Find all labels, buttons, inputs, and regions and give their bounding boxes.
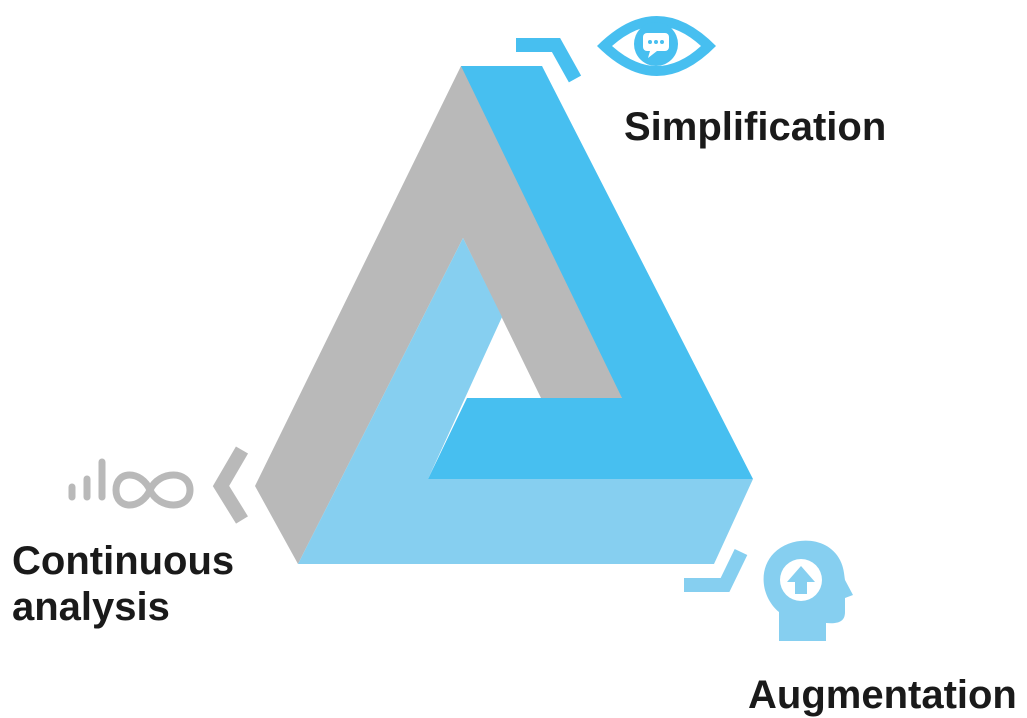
label-continuous-analysis: Continuous analysis [12,538,234,630]
label-continuous-analysis-line2: analysis [12,585,170,629]
penrose-triangle [255,66,753,564]
eye-speech-bubble-icon [597,16,716,76]
label-augmentation: Augmentation [748,673,1017,717]
triangle-face-light-blue [298,238,753,564]
connector-bracket-simplification [516,38,582,83]
connector-bracket-augmentation [684,548,748,592]
signal-bars-infinity-icon [68,458,194,509]
label-continuous-analysis-line1: Continuous [12,539,235,583]
triangle-face-blue [428,66,753,479]
head-up-arrow-icon [763,540,853,641]
label-simplification: Simplification [624,105,887,149]
connector-bracket-continuous-analysis [212,446,249,524]
